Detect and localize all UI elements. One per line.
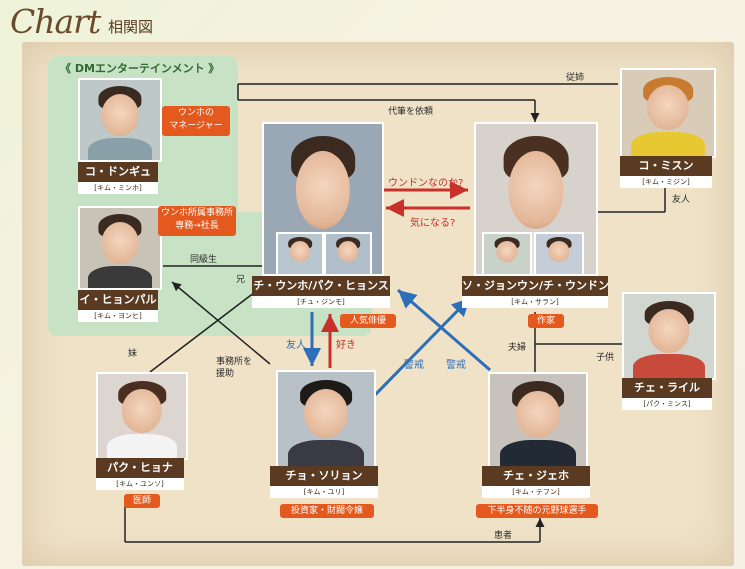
name-che-jeho: チェ・ジェホ [482,466,590,486]
reading-che-rairu: [パク・ミンス] [622,398,712,410]
badge-so-jonun: 作家 [528,314,564,328]
reading-lee-hyonparu: [キム・ヨンヒ] [78,310,158,322]
photo-paku-hyona [96,372,188,460]
photo-lee-hyonparu [78,206,162,290]
reading-cho-sorian: [キム・ユリ] [270,486,378,498]
rel-keikai1: 警戒 [404,360,424,371]
rel-juushi: 従姉 [566,73,585,83]
rel-doukyuusei: 同級生 [190,255,218,265]
badge-ji-unho: 人気俳優 [340,314,396,328]
name-ko-misun: コ・ミスン [620,156,712,176]
photo-ji-unho-young1 [276,232,324,276]
badge-paku-hyona: 医師 [124,494,160,508]
name-paku-hyona: パク・ヒョナ [96,458,184,478]
rel-fuufu: 夫婦 [508,343,527,353]
rel-imouto: 妹 [128,349,138,359]
dm-group-label: 《 DMエンターテインメント 》 [60,62,220,75]
rel-suki: 好き [336,340,356,351]
photo-che-rairu [622,292,716,380]
photo-ko-dongyu [78,78,162,162]
rel-ani: 兄 [236,275,246,285]
photo-so-jonun-young2 [534,232,584,276]
badge-cho-sorian: 投資家・財閥令嬢 [280,504,374,518]
reading-ko-misun: [キム・ミジン] [620,176,712,188]
rel-keikai2: 警戒 [446,360,466,371]
name-ko-dongyu: コ・ドンギュ [78,162,158,182]
name-lee-hyonparu: イ・ヒョンパル [78,290,158,310]
line-keikai2 [397,288,491,372]
line-keikai1 [370,296,472,400]
rel-daihitsu: 代筆を依頼 [388,107,434,117]
brand-title: Chart [10,2,101,41]
name-cho-sorian: チョ・ソリョン [270,466,378,486]
badge-che-jeho: 下半身不随の元野球選手 [476,504,598,518]
rel-kanja: 患者 [494,531,513,541]
reading-ko-dongyu: [キム・ミンホ] [78,182,158,194]
rel-yuujin-sorian: 友人 [286,340,306,351]
photo-che-jeho [488,372,588,468]
badge-ko-dongyu: ウンホの マネージャー [162,106,230,136]
rel-ki-ni-naru: 気になる? [410,218,456,229]
brand-subtitle: 相関図 [108,18,154,36]
reading-ji-unho: [チュ・ジンモ] [252,296,390,308]
line-ani [149,291,256,373]
rel-jimusho: 事務所を 援助 [216,357,253,379]
badge-lee-hyonparu: ウンホ所属事務所 専務→社長 [158,206,236,236]
name-che-rairu: チェ・ライル [622,378,712,398]
reading-che-jeho: [キム・テフン] [482,486,590,498]
name-ji-unho: チ・ウンホ/パク・ヒョンス [252,276,390,296]
photo-ji-unho-young2 [324,232,372,276]
rel-kodomo: 子供 [596,353,615,363]
rel-undon-q: ウンドンなのか? [388,178,464,189]
reading-paku-hyona: [キム・ユンソ] [96,478,184,490]
rel-yuujin-misun: 友人 [672,195,691,205]
photo-cho-sorian [276,370,376,468]
reading-so-jonun: [キム・サラン] [462,296,608,308]
photo-ko-misun [620,68,716,158]
photo-so-jonun-young1 [482,232,532,276]
name-so-jonun: ソ・ジョンウン/チ・ウンドン [462,276,609,296]
line-jimusho [171,281,271,365]
